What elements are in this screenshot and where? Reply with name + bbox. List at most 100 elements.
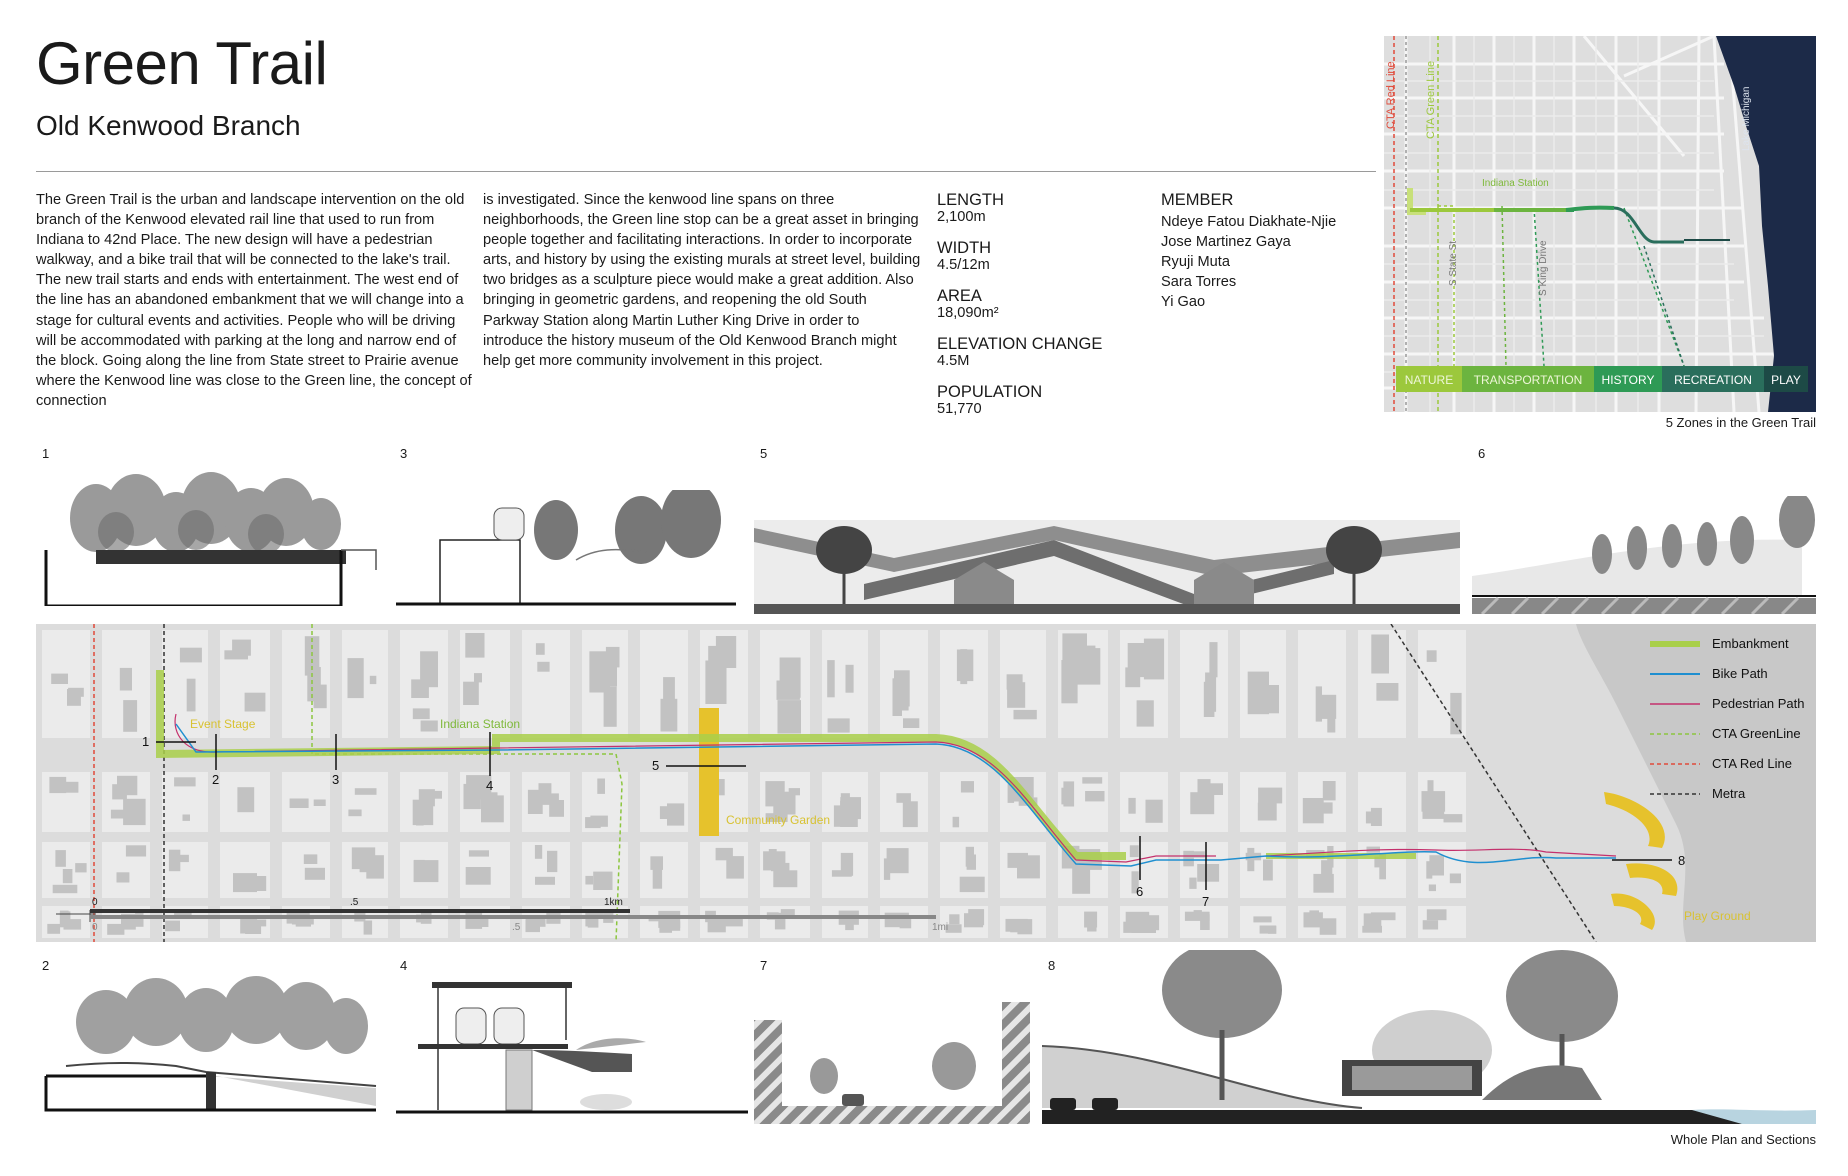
zone-label: TRANSPORTATION (1474, 373, 1583, 387)
zone-label: HISTORY (1602, 373, 1655, 387)
red-line-label: CTA Red Line (1385, 61, 1397, 129)
building (537, 793, 559, 805)
building (63, 919, 82, 930)
king-dr-label: S King Drive (1538, 240, 1549, 296)
building (1129, 845, 1139, 858)
building (468, 850, 489, 857)
zone-label: PLAY (1771, 373, 1801, 387)
plan-marker: 2 (212, 772, 219, 787)
building (667, 803, 685, 826)
member-list: MEMBER Ndeye Fatou Diakhate-Njie Jose Ma… (1161, 191, 1381, 312)
building (1061, 787, 1071, 805)
building (585, 875, 594, 885)
building (726, 856, 744, 879)
zone-bar: NATURE TRANSPORTATION HISTORY RECREATION… (1396, 366, 1808, 392)
section-2-wall (206, 1072, 216, 1110)
building (960, 781, 974, 793)
building (650, 856, 663, 870)
plan-marker: 8 (1678, 853, 1685, 868)
plan-marker: 6 (1136, 884, 1143, 899)
section-7-trees (810, 1042, 976, 1094)
section-5-ground (754, 604, 1460, 614)
building (427, 790, 442, 799)
city-block (342, 772, 388, 832)
plan-scale-bar: 0 .5 1km 0 .5 1mi (56, 897, 948, 933)
building (420, 651, 438, 688)
legend-label: Metra (1712, 786, 1746, 801)
zone-label: RECREATION (1674, 373, 1752, 387)
building (724, 918, 743, 927)
building (420, 720, 438, 732)
building (1376, 683, 1399, 701)
building (952, 816, 960, 828)
building (663, 677, 675, 717)
plan-marker: 3 (332, 772, 339, 787)
building (1449, 873, 1461, 884)
building (1426, 861, 1433, 879)
whole-plan-map: Event Stage Indiana Station Community Ga… (36, 624, 1816, 942)
building (110, 809, 132, 819)
building (1123, 921, 1149, 933)
building (1077, 645, 1096, 681)
page-subtitle: Old Kenwood Branch (36, 110, 301, 141)
building (186, 678, 196, 712)
city-block (1298, 630, 1346, 738)
building (55, 850, 66, 867)
building (481, 795, 504, 823)
section-2-ground (44, 1076, 376, 1112)
building (51, 673, 68, 684)
section-4-roof (432, 982, 572, 988)
section-3-trees (534, 490, 721, 564)
section-3-station (439, 539, 521, 605)
section-4-car (580, 1094, 632, 1110)
plan-metra-diagonal (1390, 624, 1597, 942)
building (1371, 634, 1389, 674)
building (593, 871, 613, 890)
building (1017, 919, 1033, 935)
building (412, 708, 430, 720)
lake-michigan-area (1716, 36, 1816, 412)
section-number: 2 (42, 958, 50, 973)
section-3-bridge (575, 548, 647, 561)
building (413, 860, 439, 883)
building (774, 912, 786, 930)
section-8-water (1692, 1109, 1816, 1124)
building (474, 673, 482, 683)
building (348, 809, 362, 817)
building (237, 787, 255, 813)
building (119, 667, 132, 691)
building (845, 920, 854, 931)
green-line-branch-4 (1623, 207, 1685, 367)
section-8-berm (1042, 1046, 1362, 1108)
stat-elevation: ELEVATION CHANGE 4.5M (937, 335, 1137, 369)
building (527, 789, 543, 814)
building (354, 788, 377, 795)
building (1201, 783, 1223, 795)
section-number: 4 (400, 958, 408, 973)
stat-area: AREA 18,090m² (937, 287, 1137, 321)
city-block (522, 630, 570, 738)
building (845, 664, 854, 693)
building (351, 847, 376, 870)
section-8-pavilion-glass (1352, 1066, 1472, 1090)
city-block (640, 842, 688, 898)
building (525, 919, 540, 933)
building (465, 633, 485, 658)
section-2-walkway (65, 1062, 377, 1087)
section-number: 1 (42, 446, 50, 461)
section-8-drawing (1042, 950, 1816, 1124)
building (1125, 667, 1141, 688)
member-name: Sara Torres (1161, 274, 1237, 290)
building (47, 923, 61, 934)
building (1258, 787, 1283, 804)
building (251, 919, 267, 927)
building (303, 854, 318, 864)
building (1193, 851, 1205, 858)
building (1365, 811, 1376, 824)
play-ground-label: Play Ground (1684, 909, 1751, 923)
building (1007, 852, 1028, 868)
building (49, 776, 67, 794)
building (1327, 708, 1336, 733)
plan-section-cuts (156, 732, 1672, 890)
building (107, 923, 125, 935)
